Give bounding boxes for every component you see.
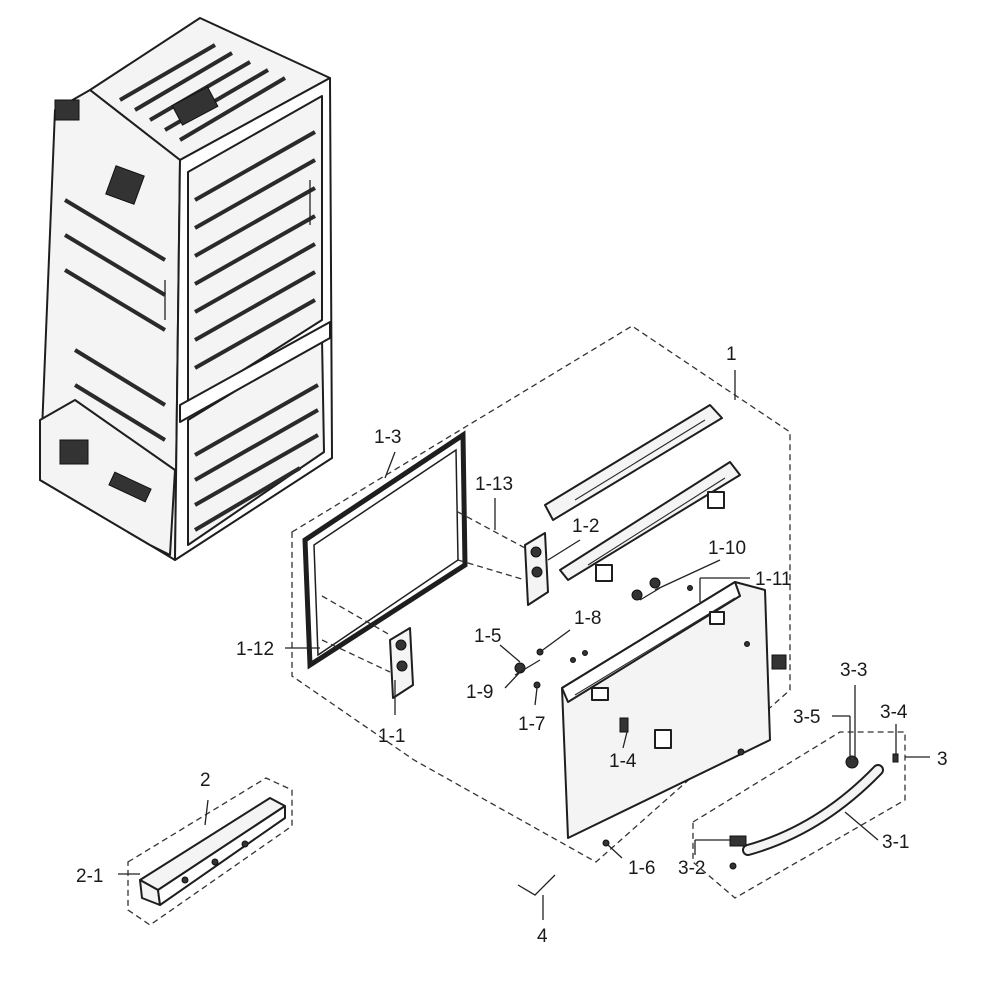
label-1: 1 bbox=[726, 344, 737, 365]
label-3-5: 3-5 bbox=[793, 707, 820, 728]
drawer-door-front bbox=[561, 581, 787, 847]
label-3-2: 3-2 bbox=[678, 858, 705, 879]
label-2-1: 2-1 bbox=[76, 866, 103, 887]
label-2: 2 bbox=[200, 770, 211, 791]
label-1-2: 1-2 bbox=[572, 516, 599, 537]
label-3: 3 bbox=[937, 749, 948, 770]
part-labels: 1 1-3 1-13 1-2 1-10 1-11 1-8 1-5 1-12 1-… bbox=[76, 344, 948, 947]
label-1-3: 1-3 bbox=[374, 427, 401, 448]
hinge-pin-part-1-10 bbox=[631, 577, 661, 601]
label-1-6: 1-6 bbox=[628, 858, 655, 879]
label-1-7: 1-7 bbox=[518, 714, 545, 735]
refrigerator-cabinet bbox=[39, 17, 333, 561]
drawer-bin-part-2 bbox=[139, 797, 286, 906]
label-1-13: 1-13 bbox=[475, 474, 513, 495]
rail-part-3-1 bbox=[742, 764, 884, 856]
door-stop-part-1-5 bbox=[514, 648, 544, 689]
label-1-1: 1-1 bbox=[378, 726, 405, 747]
door-handle-part-1-2 bbox=[544, 404, 741, 582]
label-1-4: 1-4 bbox=[609, 751, 637, 772]
label-4: 4 bbox=[537, 926, 548, 947]
label-3-4: 3-4 bbox=[880, 702, 908, 723]
assembly-3-boundary bbox=[692, 731, 906, 899]
lower-hinge-part-1-1 bbox=[321, 595, 414, 699]
rail-parts-small bbox=[729, 753, 899, 870]
label-1-11: 1-11 bbox=[755, 569, 792, 590]
label-3-3: 3-3 bbox=[840, 660, 867, 681]
label-1-9: 1-9 bbox=[466, 682, 493, 703]
label-3-1: 3-1 bbox=[882, 832, 909, 853]
label-1-12: 1-12 bbox=[236, 639, 274, 660]
assembly-2-boundary bbox=[127, 777, 293, 926]
label-1-8: 1-8 bbox=[574, 608, 601, 629]
part-4-clip bbox=[517, 874, 556, 896]
label-1-5: 1-5 bbox=[474, 626, 501, 647]
leader-lines bbox=[118, 370, 930, 920]
label-1-10: 1-10 bbox=[708, 538, 746, 559]
upper-hinge-part-1-13 bbox=[457, 511, 549, 606]
door-gasket-part-1-3 bbox=[302, 430, 468, 670]
